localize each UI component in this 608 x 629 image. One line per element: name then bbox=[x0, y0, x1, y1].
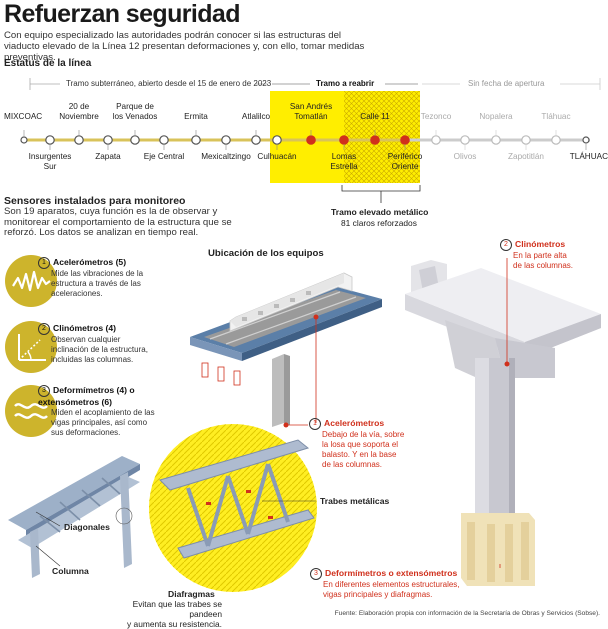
station-label-bottom: Lomas Estrella bbox=[330, 152, 358, 171]
callout-3-desc: En diferentes elementos estructurales, v… bbox=[323, 580, 460, 599]
station-label-bottom: Periférico Oriente bbox=[387, 152, 423, 171]
metro-line bbox=[20, 130, 590, 150]
station-label-top: San Andrés Tomatlán bbox=[289, 102, 333, 121]
station-dot bbox=[272, 135, 282, 145]
diafragmas-desc: Evitan que las trabes se pandeen y aumen… bbox=[127, 599, 222, 629]
callout-1-desc: Debajo de la vía, sobre la losa que sopo… bbox=[322, 430, 405, 469]
station-label-top: Parque de los Venados bbox=[112, 102, 158, 121]
intro-text: Con equipo especializado las autoridades… bbox=[4, 30, 365, 63]
label-columna: Columna bbox=[52, 566, 89, 576]
elevated-bracket bbox=[341, 185, 421, 203]
station-dot bbox=[191, 135, 201, 145]
station-label-top: 20 de Noviembre bbox=[59, 102, 99, 121]
station-label-top: MIXCOAC bbox=[4, 112, 43, 121]
station-dot bbox=[460, 135, 470, 145]
callout-2-desc: En la parte alta de las columnas. bbox=[513, 251, 574, 270]
label-trabes: Trabes metálicas bbox=[320, 496, 390, 506]
sensor-title-2-text: Clinómetros (4) bbox=[53, 323, 117, 333]
callout-3-title-text: Deformímetros o extensómetros bbox=[325, 568, 458, 578]
label-diagonales: Diagonales bbox=[64, 522, 110, 532]
station-dot bbox=[521, 135, 531, 145]
station-dot bbox=[221, 135, 231, 145]
sensor-item-3 bbox=[4, 384, 58, 438]
station-label-top: Calle 11 bbox=[360, 112, 390, 121]
station-dot bbox=[251, 135, 261, 145]
diagonales-leader bbox=[35, 511, 61, 567]
station-label-top: Tláhuac bbox=[541, 112, 571, 121]
station-dot bbox=[551, 135, 561, 145]
station-label-bottom: TLÁHUAC bbox=[569, 152, 608, 161]
station-label-bottom: Zapata bbox=[95, 152, 121, 161]
label-diafragmas: Diafragmas bbox=[168, 589, 215, 599]
segment-underground: Tramo subterráneo, abierto desde el 15 d… bbox=[66, 79, 272, 88]
sensor-number-2: 2 bbox=[38, 323, 50, 335]
station-dot bbox=[103, 135, 113, 145]
station-dot bbox=[400, 135, 410, 145]
sensor-desc-1: Mide las vibraciones de la estructura a … bbox=[51, 269, 144, 298]
station-label-top: Tezonco bbox=[420, 112, 452, 121]
magnified-detail-circle bbox=[149, 424, 317, 592]
station-label-bottom: Zapotitlán bbox=[508, 152, 544, 161]
station-dot bbox=[582, 136, 590, 144]
segment-brackets bbox=[29, 78, 601, 90]
station-dot bbox=[130, 135, 140, 145]
elevated-title: Tramo elevado metálico bbox=[331, 207, 429, 217]
station-dot bbox=[339, 135, 349, 145]
column-illustration bbox=[405, 258, 601, 586]
sensors-title: Sensores instalados para monitoreo bbox=[4, 195, 186, 207]
callout-2-title-text: Clinómetros bbox=[515, 239, 566, 249]
steel-structure-illustration bbox=[8, 456, 140, 578]
callout-1-title-text: Acelerómetros bbox=[324, 418, 385, 428]
callout-number-1: 1 bbox=[309, 418, 321, 430]
sensors-description: Son 19 aparatos, cuya función es la de o… bbox=[4, 206, 232, 238]
sensor-title-3-text: Deformímetros (4) o extensómetros (6) bbox=[38, 385, 135, 407]
station-dot bbox=[20, 136, 28, 144]
location-title: Ubicación de los equipos bbox=[208, 248, 324, 259]
viaduct-train-illustration bbox=[190, 272, 382, 428]
sensor-desc-3: Miden el acoplamiento de las vigas princ… bbox=[51, 408, 155, 437]
station-label-bottom: Olivos bbox=[453, 152, 477, 161]
station-label-bottom: Eje Central bbox=[143, 152, 185, 161]
station-label-top: Atlalilco bbox=[241, 112, 271, 121]
source-note: Fuente: Elaboración propia con informaci… bbox=[334, 610, 600, 617]
callout-number-2: 2 bbox=[500, 239, 512, 251]
station-dot bbox=[370, 135, 380, 145]
segment-reopen: Tramo a reabrir bbox=[316, 79, 375, 88]
sensor-title-1-text: Acelerómetros (5) bbox=[53, 257, 127, 267]
station-dot bbox=[159, 135, 169, 145]
station-dot bbox=[306, 135, 316, 145]
callout-number-3: 3 bbox=[310, 568, 322, 580]
station-dot bbox=[431, 135, 441, 145]
station-label-bottom: Insurgentes Sur bbox=[28, 152, 72, 171]
station-dot bbox=[74, 135, 84, 145]
headline: Refuerzan seguridad bbox=[4, 0, 240, 28]
status-section-title: Estatus de la línea bbox=[4, 58, 92, 69]
station-label-bottom: Mexicaltzingo bbox=[201, 152, 251, 161]
station-label-top: Ermita bbox=[184, 112, 208, 121]
elevated-subtitle: 81 claros reforzados bbox=[341, 218, 417, 228]
station-label-bottom: Culhuacán bbox=[257, 152, 297, 161]
sensor-number-1: 1 bbox=[38, 257, 50, 269]
segment-no-date: Sin fecha de apertura bbox=[468, 79, 545, 88]
trabes-leader bbox=[262, 500, 316, 502]
sensor-desc-2: Observan cualquier inclinación de la est… bbox=[51, 335, 148, 364]
station-dot bbox=[491, 135, 501, 145]
station-label-top: Nopalera bbox=[479, 112, 513, 121]
sensor-number-3: 3 bbox=[38, 385, 50, 397]
double-wave-icon bbox=[5, 385, 57, 437]
station-dot bbox=[45, 135, 55, 145]
